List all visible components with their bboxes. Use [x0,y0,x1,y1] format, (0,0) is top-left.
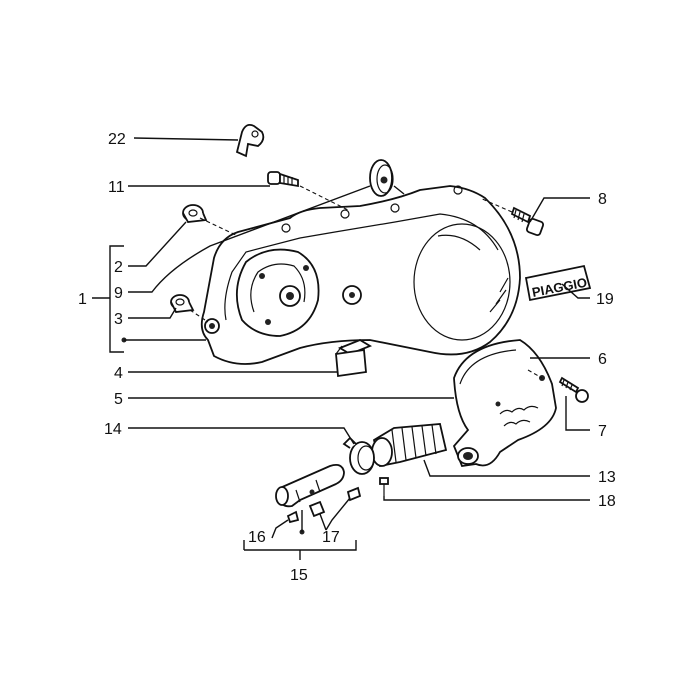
callout-5: 5 [114,391,123,408]
part-7-screw [558,376,589,403]
callout-9: 9 [114,285,123,302]
part-14-clamp [342,436,375,475]
leader-lines [92,137,590,560]
part-15-intake-tube [275,463,345,508]
part-13-bellows [371,423,448,468]
roller-bearing [369,159,394,197]
part-22-clip [235,123,265,158]
callout-7: 7 [598,423,607,440]
part-4-rubber-block [335,338,373,378]
callout-4: 4 [114,365,123,382]
part-17-clip-b [346,486,362,502]
part-6-intake-cover [452,339,557,467]
part-11-screw [267,171,299,188]
callout-13: 13 [598,469,616,486]
part-16-clip [286,510,300,524]
part-3-bush [170,294,195,313]
part-19-piaggio-decal: PIAGGIO [524,264,592,302]
callout-18: 18 [598,493,616,510]
callout-1: 1 [78,291,87,308]
callout-8: 8 [598,191,607,208]
part-17-clip-a [308,500,326,518]
callout-2: 2 [114,259,123,276]
transmission-cover [200,185,521,365]
callout-19: 19 [596,291,614,308]
callout-16: 16 [248,529,266,546]
part-2-bush [182,204,208,223]
callout-3: 3 [114,311,123,328]
callout-17: 17 [322,529,340,546]
callout-14: 14 [104,421,122,438]
callout-11: 11 [108,179,125,196]
callout-labels: 22 11 8 2 1 9 19 3 6 4 5 14 7 13 18 16 1… [78,131,616,584]
part-18-screw [379,477,389,496]
part-8-bolt [510,206,545,237]
callout-6: 6 [598,351,607,368]
callout-15: 15 [290,567,308,584]
callout-22: 22 [108,131,126,148]
